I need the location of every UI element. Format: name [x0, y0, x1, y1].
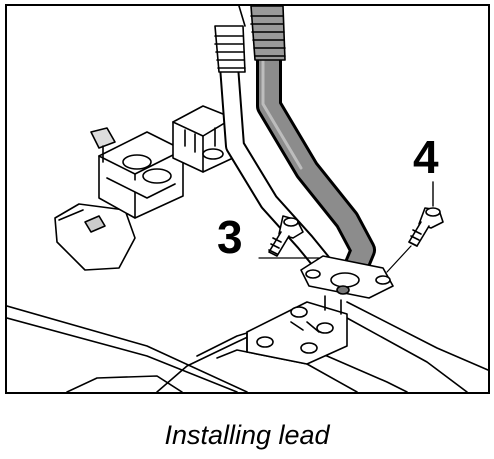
callout-3-label: 3 — [217, 211, 243, 263]
lower-bracket — [246, 301, 348, 365]
clip-block — [172, 105, 234, 173]
lead-sleeves — [214, 6, 286, 73]
figure-caption: Installing lead — [164, 420, 330, 450]
bolt-3 — [258, 215, 320, 259]
mounting-tab — [54, 203, 136, 271]
bolt-4 — [386, 181, 444, 273]
diagram-drawing — [7, 6, 488, 392]
lead-flange — [300, 255, 394, 315]
technical-illustration: 3 4 — [5, 4, 490, 394]
cable-clamp — [90, 127, 184, 219]
lead-light — [219, 56, 333, 274]
callout-4-label: 4 — [413, 131, 439, 183]
